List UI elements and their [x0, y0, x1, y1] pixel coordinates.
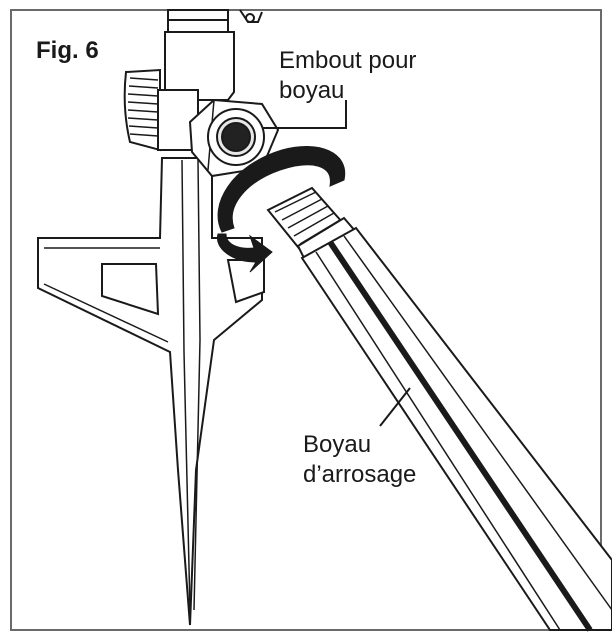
figure-frame	[10, 9, 602, 631]
label-hose-end-line1: Embout pour	[279, 47, 417, 74]
leader-line-hose-end	[262, 100, 347, 129]
hose-connector	[266, 186, 358, 264]
label-hose-end-line2: boyau	[279, 77, 345, 104]
adjustment-knob	[123, 68, 199, 152]
figure-title: Fig. 6	[36, 37, 99, 64]
label-garden-hose-line2: d’arrosage	[303, 461, 417, 488]
leader-line-garden-hose	[379, 387, 411, 427]
label-garden-hose-line1: Boyau	[303, 431, 372, 458]
hose-end-fitting	[188, 98, 280, 178]
ground-stake	[37, 157, 265, 626]
sprinkler-stem-top	[164, 9, 263, 101]
rotation-arrow-icon	[217, 146, 346, 273]
garden-hose	[300, 226, 612, 632]
leader-lines	[262, 100, 411, 427]
